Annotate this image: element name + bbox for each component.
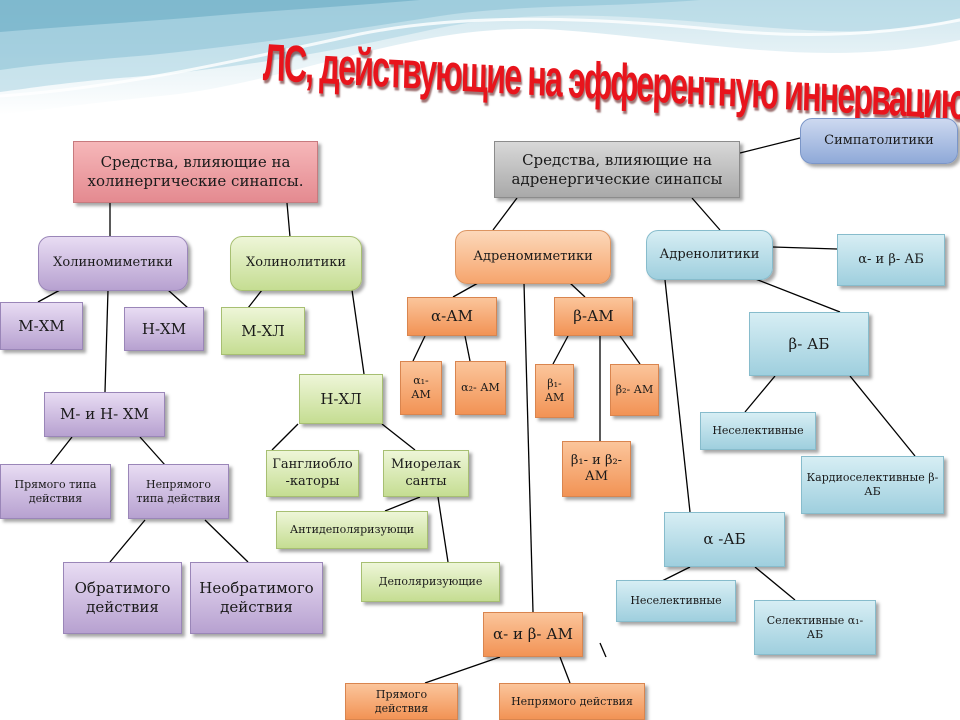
beta-ab-nonselective-box: Неселективные (700, 412, 816, 450)
indirect-action-box: Непрямого типа действия (128, 464, 229, 519)
cholinergic-synapses-box: Средства, влияющие на холинергические си… (73, 141, 318, 203)
beta2-am-box: β₂- АМ (610, 364, 659, 416)
depolarizing-box: Деполяризующие (361, 562, 500, 602)
alpha-am-box: α-АМ (407, 297, 497, 336)
irreversible-action-box: Необратимого действия (190, 562, 323, 634)
cholinolytics-box: Холинолитики (230, 236, 362, 291)
selective-alpha1-box: Селективные α₁- АБ (754, 600, 876, 655)
adrenomimetics-box: Адреномиметики (455, 230, 611, 284)
beta-ab-box: β- АБ (749, 312, 869, 376)
myorelaxants-box: Миорелак санты (383, 450, 469, 497)
cardioselective-box: Кардиоселективные β-АБ (801, 456, 944, 514)
antidepolarizing-box: Антидеполяризующи (276, 511, 428, 549)
ganglioblockers-box: Ганглиобло -каторы (266, 450, 359, 497)
ab-direct-action-box: Прямого действия (345, 683, 458, 720)
cholinomimetics-box: Холиномиметики (38, 236, 188, 291)
m-hm-box: М-ХМ (0, 302, 83, 350)
alpha1-am-box: α₁- АМ (400, 361, 442, 415)
beta-am-box: β-АМ (554, 297, 633, 336)
adrenolytics-box: Адренолитики (646, 230, 773, 280)
alpha-beta-ab-box: α- и β- АБ (837, 234, 945, 286)
alpha-beta-am-box: α- и β- АМ (483, 612, 583, 657)
m-n-hm-box: М- и Н- ХМ (44, 392, 165, 437)
adrenergic-synapses-box: Средства, влияющие на адренергические си… (494, 141, 740, 198)
alpha2-am-box: α₂- АМ (455, 361, 506, 415)
ab-indirect-action-box: Непрямого действия (499, 683, 645, 720)
n-hl-box: Н-ХЛ (299, 374, 383, 424)
direct-action-box: Прямого типа действия (0, 464, 111, 519)
alpha-ab-box: α -АБ (664, 512, 785, 567)
beta1-beta2-am-box: β₁- и β₂- АМ (562, 441, 631, 497)
alpha-ab-nonselective-box: Неселективные (616, 580, 736, 622)
sympatholytics-box: Симпатолитики (800, 118, 958, 164)
m-hl-box: М-ХЛ (221, 307, 305, 355)
reversible-action-box: Обратимого действия (63, 562, 182, 634)
beta1-am-box: β₁- АМ (535, 364, 574, 418)
n-hm-box: Н-ХМ (124, 307, 204, 351)
